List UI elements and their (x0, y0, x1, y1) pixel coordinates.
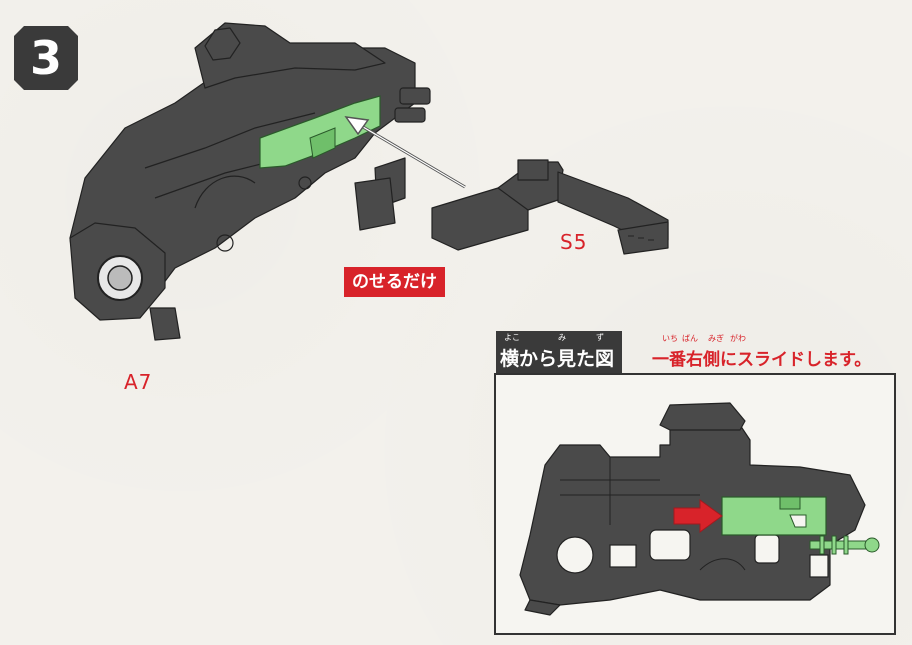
side-view-green-part (721, 496, 827, 536)
part-label-s5: S5 (560, 230, 588, 254)
note-ruby-gawa: がわ (730, 334, 746, 343)
part-label-a7: A7 (124, 370, 153, 394)
note-ruby-ban: ばん (682, 334, 698, 343)
note-ruby-ichi: いち (662, 334, 678, 343)
green-slot-highlight (259, 95, 381, 169)
receiver-part-a7-drawing (69, 22, 431, 341)
side-view-ruby-zu: ず (596, 333, 604, 342)
side-view-title: 横から見た図 (500, 348, 615, 370)
side-view-note: いち ばん みぎ がわ 一番右側にスライドします。 (652, 331, 902, 373)
place-only-badge: のせるだけ (344, 267, 445, 297)
note-ruby-migi: みぎ (708, 334, 724, 343)
side-view-ruby-yoko: よこ (504, 333, 520, 342)
red-arrow-icon (673, 499, 723, 533)
insert-arrow-icon (344, 116, 466, 189)
side-view-ruby-mi: み (558, 333, 566, 342)
side-view-note-text: 一番右側にスライドします。 (652, 350, 872, 370)
step-badge-shape (14, 26, 78, 90)
step-badge: 3 (14, 26, 78, 90)
step-number: 3 (29, 31, 62, 85)
part-s5-drawing (431, 159, 669, 255)
side-view-title-box: よこ み ず 横から見た図 (496, 331, 622, 373)
